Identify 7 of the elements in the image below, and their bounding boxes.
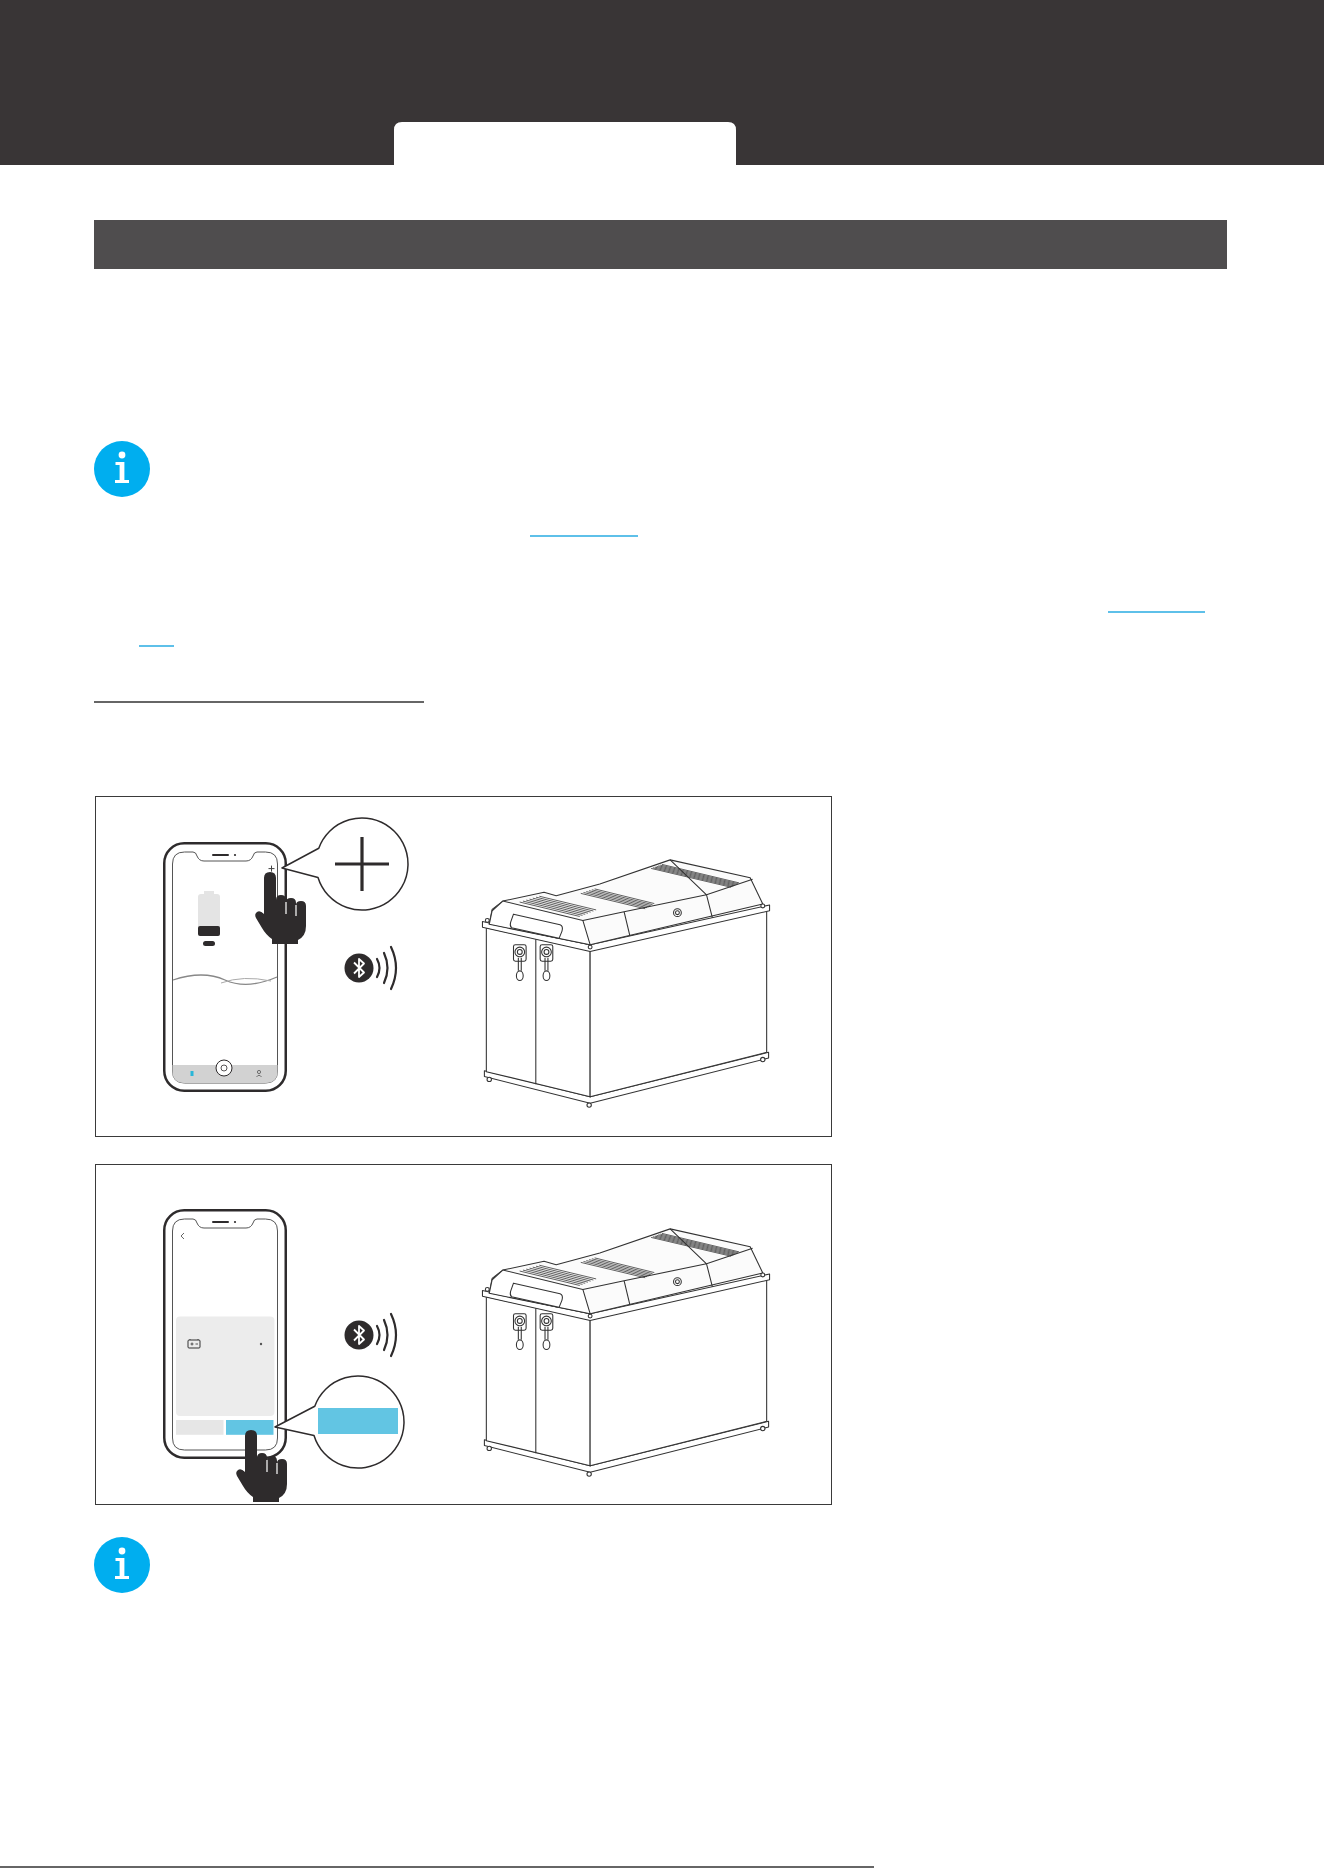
magnifier-callout	[274, 1375, 405, 1469]
magnifier-callout	[281, 817, 409, 911]
battery-drawing	[481, 856, 772, 1108]
battery-drawing	[481, 1225, 772, 1477]
title-bar	[94, 220, 1227, 269]
illustration-panel	[95, 796, 832, 1137]
illustration-panel	[95, 1164, 832, 1505]
